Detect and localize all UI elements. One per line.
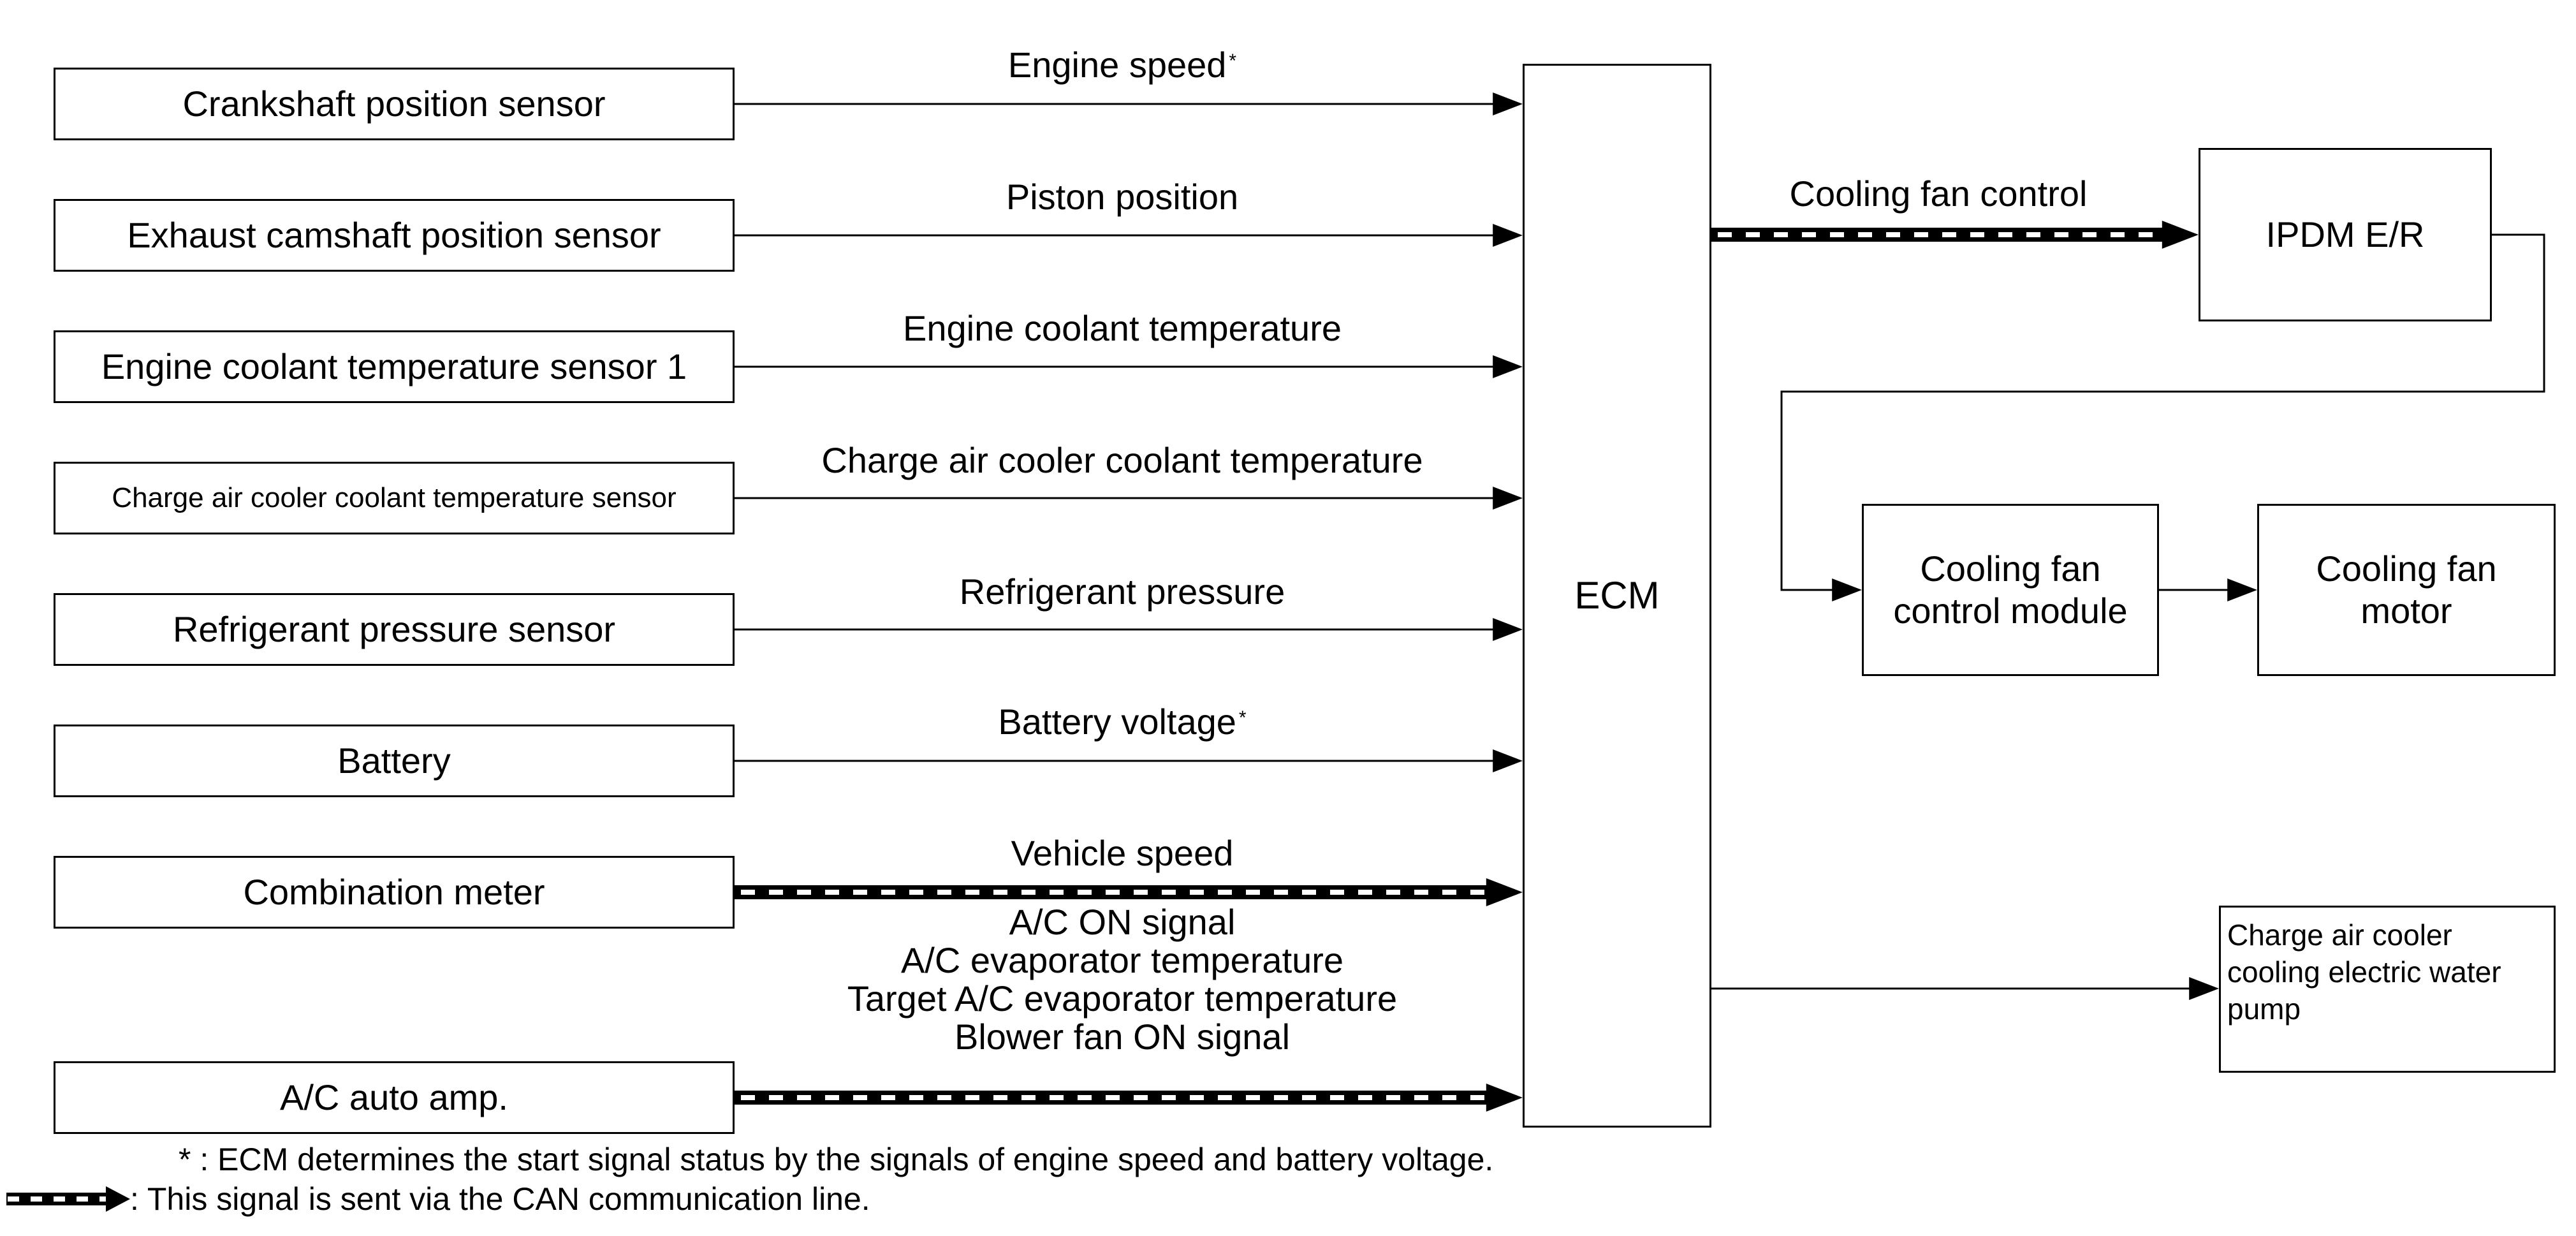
signal-label-refrigerant-pressure: Refrigerant pressure bbox=[959, 571, 1285, 612]
cooling-fan-module-line1: Cooling fan bbox=[1920, 548, 2101, 589]
ecm-to-pump-arrowhead bbox=[2189, 977, 2219, 1000]
signal-label-ac-on: A/C ON signal bbox=[1009, 902, 1236, 942]
signal-label-charge-air-cooler-coolant-temperature: Charge air cooler coolant temperature bbox=[821, 440, 1423, 480]
signal-label-engine-speed: Engine speed* bbox=[1007, 45, 1237, 85]
pump-line3: pump bbox=[2227, 992, 2301, 1026]
signal-label-ac-evaporator-temperature: A/C evaporator temperature bbox=[900, 940, 1344, 980]
sensor-to-ecm-5-arrowhead bbox=[1493, 749, 1523, 772]
arrowheads bbox=[1486, 92, 2257, 1112]
cooling-fan-control-module-box: Cooling fan control module bbox=[1862, 504, 2159, 676]
sensor-to-ecm-7-arrowhead bbox=[1486, 1084, 1523, 1112]
ipdm-to-fan-module-line bbox=[1780, 233, 2545, 591]
ac-auto-amp-box: A/C auto amp. bbox=[54, 1061, 735, 1134]
sensor-to-ecm-6-arrowhead bbox=[1486, 878, 1523, 906]
connection-lines bbox=[735, 103, 2545, 1105]
module-to-motor-arrowhead bbox=[2227, 578, 2257, 601]
cooling-fan-motor-box: Cooling fan motor bbox=[2257, 504, 2556, 676]
cooling-fan-motor-line1: Cooling fan bbox=[2316, 548, 2497, 589]
signal-label-blower-fan-on: Blower fan ON signal bbox=[954, 1017, 1291, 1057]
asterisk-footnote: * : ECM determines the start signal stat… bbox=[179, 1142, 1494, 1177]
crankshaft-position-sensor-box: Crankshaft position sensor bbox=[54, 68, 735, 140]
charge-air-cooler-coolant-temperature-sensor-box: Charge air cooler coolant temperature se… bbox=[54, 462, 735, 534]
engine-coolant-temperature-sensor-box: Engine coolant temperature sensor 1 bbox=[54, 330, 735, 403]
combination-meter-box: Combination meter bbox=[54, 856, 735, 929]
pump-line2: cooling electric water bbox=[2227, 955, 2501, 989]
signal-label-battery-voltage: Battery voltage* bbox=[998, 702, 1247, 742]
signal-label-piston-position: Piston position bbox=[1006, 177, 1239, 217]
pump-line1: Charge air cooler bbox=[2227, 918, 2452, 952]
sensor-to-ecm-3-arrowhead bbox=[1493, 487, 1523, 510]
sensor-to-ecm-0-arrowhead bbox=[1493, 92, 1523, 115]
cooling-fan-module-line2: control module bbox=[1893, 591, 2128, 631]
signal-label-target-ac-evaporator-temperature: Target A/C evaporator temperature bbox=[847, 978, 1398, 1019]
sensor-to-ecm-1-arrowhead bbox=[1493, 224, 1523, 247]
refrigerant-pressure-sensor-box: Refrigerant pressure sensor bbox=[54, 593, 735, 666]
ipdm-er-box: IPDM E/R bbox=[2199, 148, 2492, 321]
cooling-fan-motor-line2: motor bbox=[2360, 591, 2452, 631]
exhaust-camshaft-position-sensor-box: Exhaust camshaft position sensor bbox=[54, 199, 735, 272]
signal-label-cooling-fan-control: Cooling fan control bbox=[1789, 173, 2088, 214]
ipdm-to-fan-module-arrowhead bbox=[1832, 578, 1862, 601]
signal-label-vehicle-speed: Vehicle speed bbox=[1011, 833, 1234, 873]
ecm-to-ipdm-arrowhead bbox=[2162, 221, 2199, 249]
charge-air-cooler-water-pump-box: Charge air cooler cooling electric water… bbox=[2219, 906, 2556, 1073]
signal-label-engine-coolant-temperature: Engine coolant temperature bbox=[903, 308, 1342, 348]
sensor-to-ecm-2-arrowhead bbox=[1493, 355, 1523, 378]
sensor-to-ecm-4-arrowhead bbox=[1493, 618, 1523, 641]
can-legend-icon bbox=[6, 1186, 130, 1212]
battery-box: Battery bbox=[54, 725, 735, 797]
ecm-box: ECM bbox=[1523, 64, 1711, 1128]
can-legend-text: : This signal is sent via the CAN commun… bbox=[130, 1181, 870, 1217]
